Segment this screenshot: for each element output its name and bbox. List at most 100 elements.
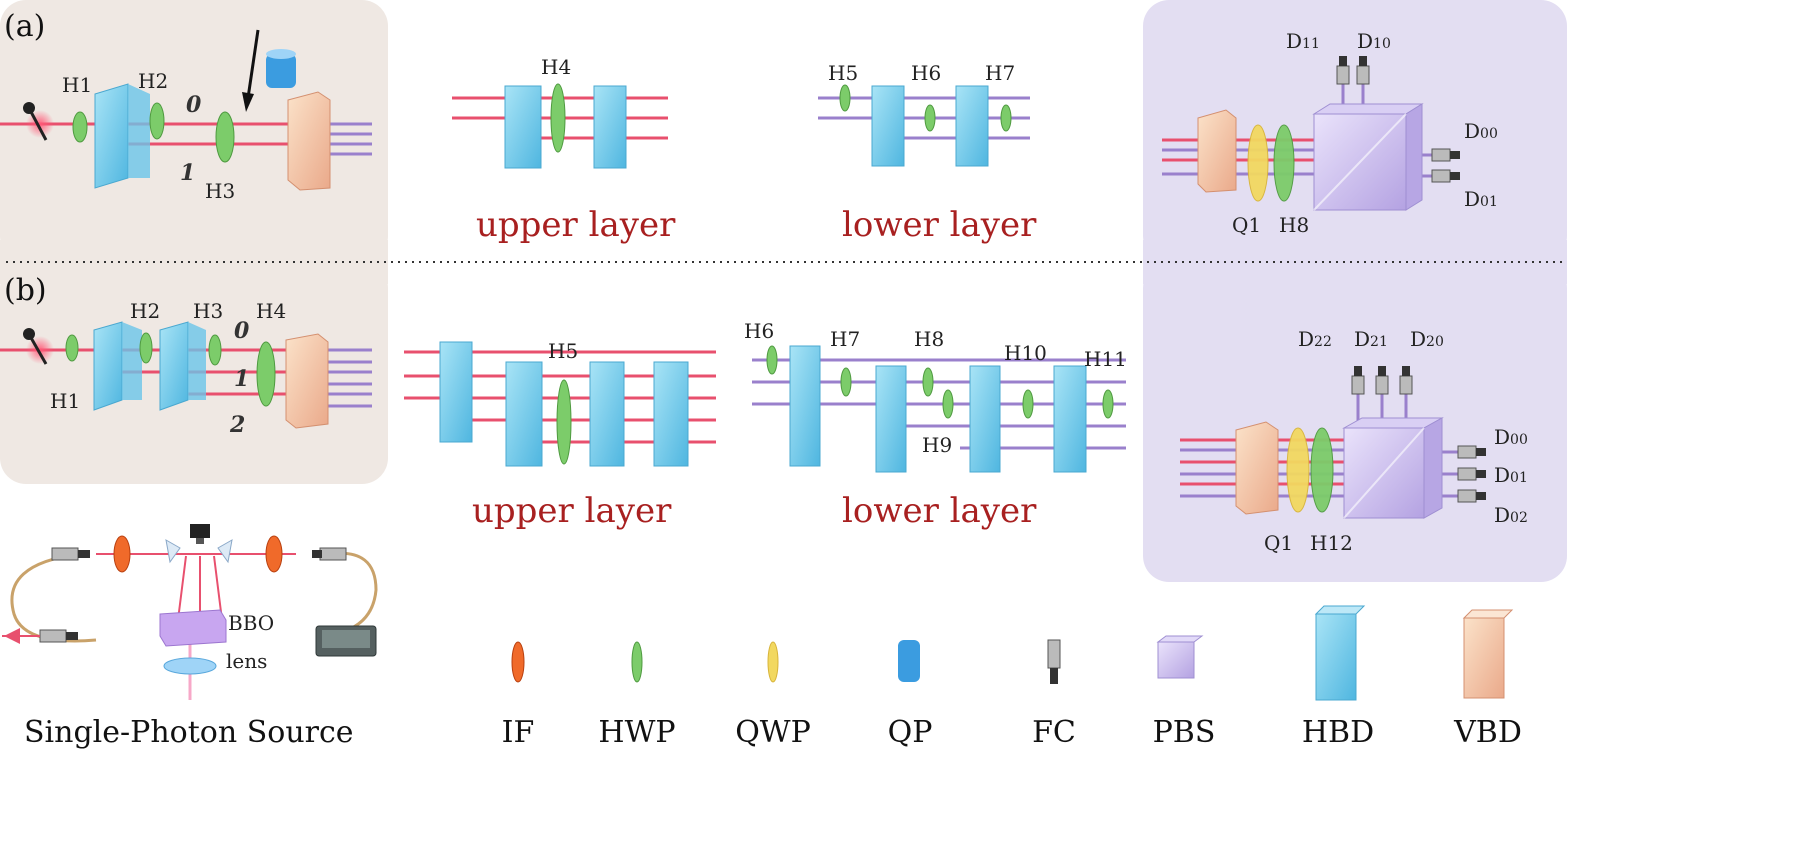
vbd-crystal-icon <box>1463 617 1505 699</box>
label-h5: H5 <box>548 339 578 363</box>
upper-layer-title: upper layer <box>472 491 672 531</box>
hwp-h1 <box>72 111 88 143</box>
legend-label-qp: QP <box>888 715 933 750</box>
panel-b: (b) H1 H2 H3 H4 0 1 2 <box>0 273 1528 555</box>
camera-icon <box>190 524 210 544</box>
label-h6: H6 <box>911 61 941 85</box>
pin-icon <box>23 328 48 365</box>
quartz-plate-icon <box>266 49 296 88</box>
crystal-label: BBO <box>228 611 274 635</box>
label-q1: Q1 <box>1232 213 1261 237</box>
label-h5: H5 <box>828 61 858 85</box>
down-arrow-icon <box>242 29 260 112</box>
interference-filter-right <box>265 535 283 573</box>
quarter-wave-plate-icon <box>767 641 779 683</box>
label-h7: H7 <box>830 327 860 351</box>
pbs-cube <box>1312 103 1424 211</box>
source-title: Single-Photon Source <box>24 715 354 750</box>
legend-vbd: VBD <box>1453 609 1522 750</box>
legend-label-hwp: HWP <box>598 715 675 750</box>
legend-label-qwp: QWP <box>735 715 811 750</box>
path-1: 1 <box>180 160 195 186</box>
fiber-coupler-icon <box>1336 56 1460 183</box>
panel-b-lower-layer: H6 H7 H8 H9 H10 H11 lower layer <box>744 319 1127 531</box>
lens-icon <box>163 657 217 675</box>
lens-label: lens <box>226 649 267 673</box>
panel-a-tag: (a) <box>4 9 45 44</box>
detector-d21: D21 <box>1354 327 1388 351</box>
label-h11: H11 <box>1084 347 1127 371</box>
legend-label-hbd: HBD <box>1302 715 1374 750</box>
label-h1: H1 <box>50 389 80 413</box>
panel-a-measurement: Q1 H8 D11 D10 D00 D01 <box>1162 29 1498 237</box>
detector-d20: D20 <box>1410 327 1444 351</box>
detector-d00: D00 <box>1464 119 1498 143</box>
legend-label-vbd: VBD <box>1453 715 1522 750</box>
label-h4: H4 <box>541 55 571 79</box>
legend-label-if: IF <box>502 715 535 750</box>
single-photon-source: BBO lens Single-Photon Source <box>2 524 378 750</box>
label-h12: H12 <box>1310 531 1353 555</box>
label-h3: H3 <box>193 299 223 323</box>
legend-qwp: QWP <box>735 641 811 750</box>
label-h10: H10 <box>1004 341 1047 365</box>
path-0: 0 <box>234 318 250 344</box>
prism-right <box>217 539 233 564</box>
upper-layer-title: upper layer <box>476 205 676 245</box>
path-2: 2 <box>229 412 245 438</box>
interference-filter-left <box>113 535 131 573</box>
label-h9: H9 <box>922 433 952 457</box>
legend-label-fc: FC <box>1032 715 1076 750</box>
prism-left <box>165 539 181 564</box>
hwp-h3 <box>215 111 235 163</box>
half-wave-plate-icon <box>631 641 643 683</box>
legend-label-pbs: PBS <box>1153 715 1216 750</box>
label-h6: H6 <box>744 319 774 343</box>
legend-if: IF <box>502 641 535 750</box>
lower-layer-title: lower layer <box>842 491 1037 531</box>
hbd-crystal <box>94 83 150 189</box>
photon-input-glow <box>26 110 54 138</box>
label-h4: H4 <box>256 299 286 323</box>
label-h3: H3 <box>205 179 235 203</box>
path-0: 0 <box>186 92 202 118</box>
panel-a: (a) H1 H2 H3 0 <box>0 9 1498 245</box>
pbs-cube <box>1342 417 1444 519</box>
bbo-crystal <box>159 609 227 647</box>
panel-b-tag: (b) <box>4 273 47 308</box>
legend-fc: FC <box>1032 639 1076 750</box>
label-h1: H1 <box>62 73 92 97</box>
detector-d11: D11 <box>1286 29 1320 53</box>
label-h2: H2 <box>130 299 160 323</box>
component-legend: IF HWP QWP QP FC PBS HBD <box>502 605 1522 750</box>
label-h8: H8 <box>914 327 944 351</box>
laser-icon <box>315 625 377 657</box>
legend-pbs: PBS <box>1153 635 1216 750</box>
detector-d02: D02 <box>1494 503 1528 527</box>
panel-b-measurement: Q1 H12 D22 D21 D20 D00 D01 D02 <box>1180 327 1528 555</box>
pin-icon <box>23 102 48 141</box>
panel-a-upper-layer: H4 upper layer <box>452 55 676 245</box>
arrow-left-icon <box>4 628 20 644</box>
detector-d01: D01 <box>1464 187 1498 211</box>
legend-hwp: HWP <box>598 641 676 750</box>
label-q1: Q1 <box>1264 531 1293 555</box>
lower-layer-title: lower layer <box>842 205 1037 245</box>
path-1: 1 <box>234 366 249 392</box>
panel-b-upper-layer: H5 upper layer <box>404 339 716 531</box>
legend-qp: QP <box>888 640 933 750</box>
fiber-coupler-icon <box>1047 639 1061 669</box>
quartz-plate-icon <box>898 640 920 682</box>
label-h7: H7 <box>985 61 1015 85</box>
detector-d22: D22 <box>1298 327 1332 351</box>
vbd-crystal <box>287 91 331 191</box>
legend-hbd: HBD <box>1302 605 1374 750</box>
detector-d00: D00 <box>1494 425 1528 449</box>
hwp-h2 <box>149 102 165 140</box>
panel-a-lower-layer: H5 H6 H7 lower layer <box>818 61 1037 245</box>
hbd-crystal-icon <box>1315 613 1357 701</box>
pbs-cube-icon <box>1157 641 1195 679</box>
fiber-coupler-icon <box>1351 366 1486 503</box>
interference-filter-icon <box>511 641 525 683</box>
